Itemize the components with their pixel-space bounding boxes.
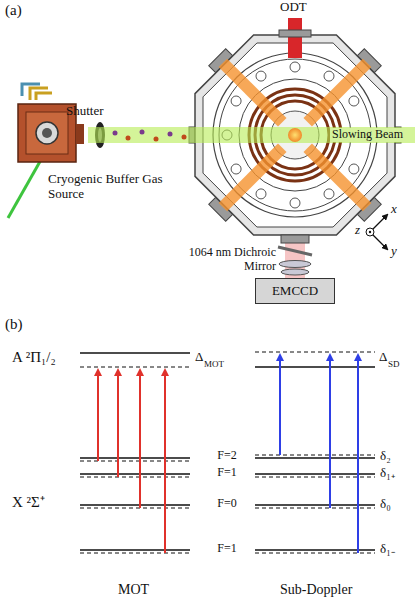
shift-label: δ₁₊	[380, 466, 395, 481]
box-text: EMCCD	[272, 283, 318, 299]
panel-label: (b)	[5, 316, 23, 333]
detuning-label: Δ	[379, 350, 387, 365]
beam-label: ODT	[280, 0, 307, 15]
molecules	[113, 130, 187, 142]
mot-transitions	[98, 372, 165, 553]
axis-label: z	[355, 223, 360, 238]
state-label: A ²Π₁/₂	[12, 349, 56, 366]
detuning-subscript: MOT	[204, 359, 224, 369]
level-label: F=1	[205, 466, 249, 480]
beam-label: Slowing Beam	[330, 128, 405, 142]
energy-levels	[80, 352, 375, 553]
level-label: F=1	[205, 542, 249, 556]
level-label: F=2	[205, 449, 249, 463]
level-label: F=0	[205, 497, 249, 511]
panel-label: (a)	[5, 2, 22, 19]
part-label: Cryogenic Buffer Gas Source	[48, 172, 183, 202]
detuning-subscript: SD	[388, 359, 400, 369]
axis-label: x	[391, 202, 397, 217]
imaging-path	[278, 235, 312, 278]
axis-label: y	[391, 244, 397, 259]
camera-box: EMCCD	[255, 278, 335, 304]
slowing-beam	[88, 127, 415, 143]
part-label: Shutter	[66, 104, 104, 119]
shift-label: δ₂	[380, 449, 391, 464]
scheme-label: Sub-Doppler	[280, 582, 352, 598]
scheme-label: MOT	[118, 582, 149, 598]
shift-label: δ₁₋	[380, 542, 395, 557]
molecule-cloud	[288, 128, 302, 142]
shift-label: δ₀	[380, 497, 391, 512]
buffer-gas-source	[18, 84, 84, 162]
pump-laser	[8, 158, 42, 218]
axes	[366, 216, 386, 248]
state-label: X ²Σ⁺	[12, 494, 45, 511]
sub-doppler-transitions	[280, 357, 358, 553]
part-label: 1064 nm Dichroic Mirror	[172, 246, 276, 274]
detuning-label: Δ	[195, 350, 203, 365]
odt-beam	[279, 18, 311, 58]
